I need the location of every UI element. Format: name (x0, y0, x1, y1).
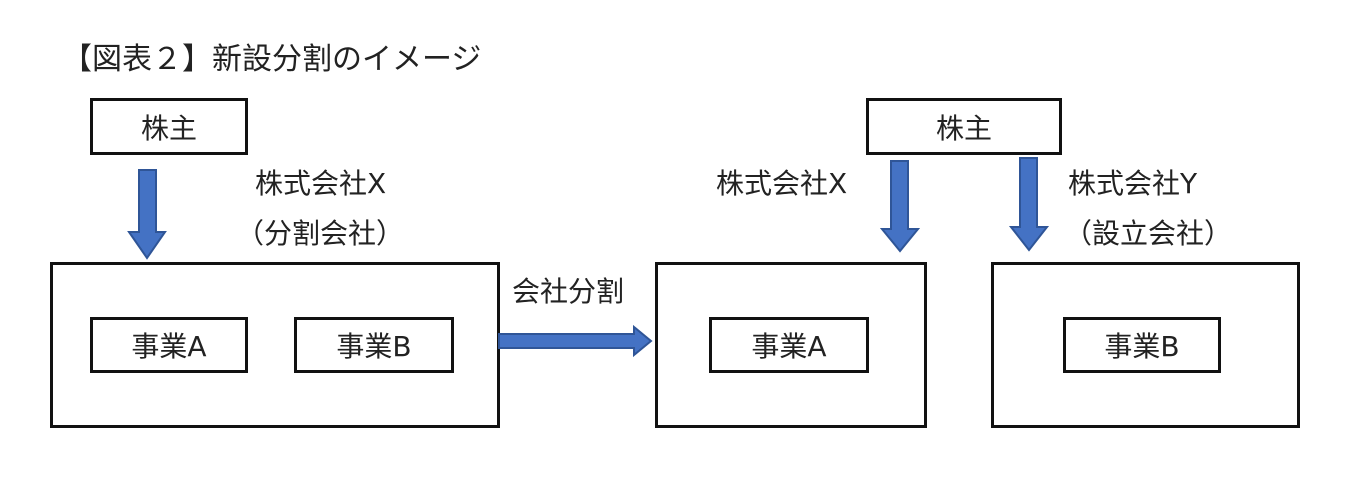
shareholder-box-after: 株主 (866, 98, 1062, 155)
company-x-name-after: 株式会社X (716, 167, 848, 200)
business-b-box-after: 事業B (1063, 317, 1221, 373)
diagram-title: 【図表２】新設分割のイメージ (62, 42, 482, 77)
business-b-label-before: 事業B (336, 330, 412, 363)
arrow-right-company-split (498, 324, 653, 358)
business-a-label-after: 事業A (751, 330, 827, 363)
shareholder-box-before: 株主 (90, 98, 248, 155)
business-a-label-before: 事業A (131, 330, 207, 363)
company-y-name-after: 株式会社Y (1068, 167, 1198, 200)
company-x-name-before: 株式会社X (255, 167, 387, 200)
arrow-down-shareholder-to-company-y-after (1008, 157, 1050, 252)
company-x-role-before: （分割会社） (236, 217, 405, 250)
business-a-box-after: 事業A (709, 317, 869, 373)
business-b-label-after: 事業B (1104, 330, 1180, 363)
shareholder-label-before: 株主 (140, 111, 197, 145)
process-label: 会社分割 (512, 275, 625, 308)
arrow-down-shareholder-to-company-x-after (879, 160, 921, 253)
shareholder-label-after: 株主 (935, 111, 992, 145)
business-a-box-before: 事業A (90, 317, 248, 373)
business-b-box-before: 事業B (294, 317, 454, 373)
arrow-down-shareholder-to-company-x (127, 169, 167, 260)
company-y-role-after: （設立会社） (1064, 217, 1233, 250)
